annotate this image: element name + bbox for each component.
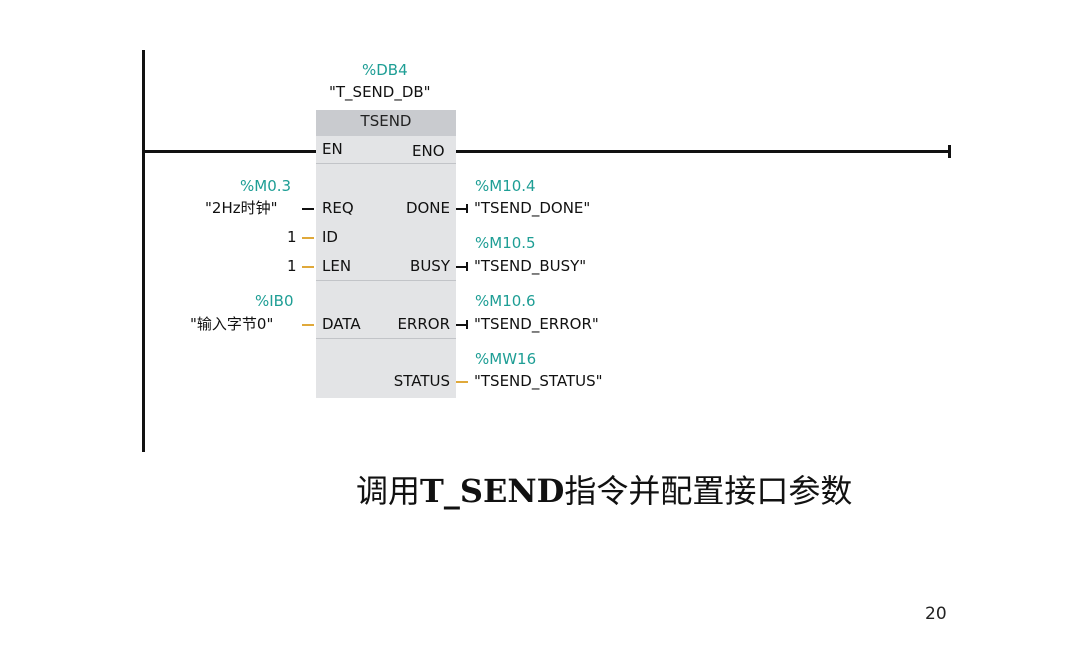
pin-error: ERROR bbox=[397, 315, 450, 333]
block-separator bbox=[316, 163, 456, 164]
pin-id: ID bbox=[322, 228, 338, 246]
rung-wire-right bbox=[456, 150, 950, 153]
error-tag: "TSEND_ERROR" bbox=[474, 315, 599, 333]
len-value: 1 bbox=[287, 257, 297, 275]
error-address: %M10.6 bbox=[475, 292, 536, 310]
status-address: %MW16 bbox=[475, 350, 537, 368]
pin-busy: BUSY bbox=[410, 257, 450, 275]
data-connector bbox=[302, 324, 314, 326]
db-name: "T_SEND_DB" bbox=[329, 83, 431, 101]
pin-len: LEN bbox=[322, 257, 352, 275]
rung-wire-left bbox=[142, 150, 316, 153]
db-address: %DB4 bbox=[362, 61, 408, 79]
id-connector bbox=[302, 237, 314, 239]
req-address: %M0.3 bbox=[240, 177, 292, 195]
caption-prefix: 调用 bbox=[356, 472, 421, 510]
pin-done: DONE bbox=[405, 199, 450, 217]
done-tag: "TSEND_DONE" bbox=[474, 199, 591, 217]
status-tag: "TSEND_STATUS" bbox=[474, 372, 603, 390]
req-connector bbox=[302, 208, 314, 210]
busy-address: %M10.5 bbox=[475, 234, 536, 252]
page-number: 20 bbox=[925, 604, 947, 624]
len-connector bbox=[302, 266, 314, 268]
error-connector-tick bbox=[466, 320, 468, 329]
tsend-block[interactable] bbox=[316, 110, 456, 398]
id-value: 1 bbox=[287, 228, 297, 246]
busy-tag: "TSEND_BUSY" bbox=[474, 257, 587, 275]
caption-suffix: 指令并配置接口参数 bbox=[564, 472, 853, 510]
data-tag: "输入字节0" bbox=[190, 315, 274, 333]
req-tag: "2Hz时钟" bbox=[205, 199, 278, 217]
status-connector bbox=[456, 381, 468, 383]
rung-end-marker bbox=[948, 145, 951, 158]
slide-caption: 调用T_SEND指令并配置接口参数 bbox=[356, 466, 852, 512]
tsend-block-header bbox=[316, 110, 456, 136]
pin-status: STATUS bbox=[393, 372, 450, 390]
done-connector-tick bbox=[466, 204, 468, 213]
error-connector bbox=[456, 324, 468, 326]
pin-eno: ENO bbox=[412, 142, 445, 160]
pin-req: REQ bbox=[322, 199, 354, 217]
busy-connector-tick bbox=[466, 262, 468, 271]
tsend-block-title: TSEND bbox=[360, 112, 412, 130]
busy-connector bbox=[456, 266, 468, 268]
done-address: %M10.4 bbox=[475, 177, 536, 195]
caption-instruction: T_SEND bbox=[420, 472, 565, 510]
pin-en: EN bbox=[322, 140, 343, 158]
left-power-rail bbox=[142, 50, 145, 452]
block-separator bbox=[316, 338, 456, 339]
pin-data: DATA bbox=[322, 315, 361, 333]
data-address: %IB0 bbox=[255, 292, 294, 310]
block-separator bbox=[316, 280, 456, 281]
done-connector bbox=[456, 208, 468, 210]
